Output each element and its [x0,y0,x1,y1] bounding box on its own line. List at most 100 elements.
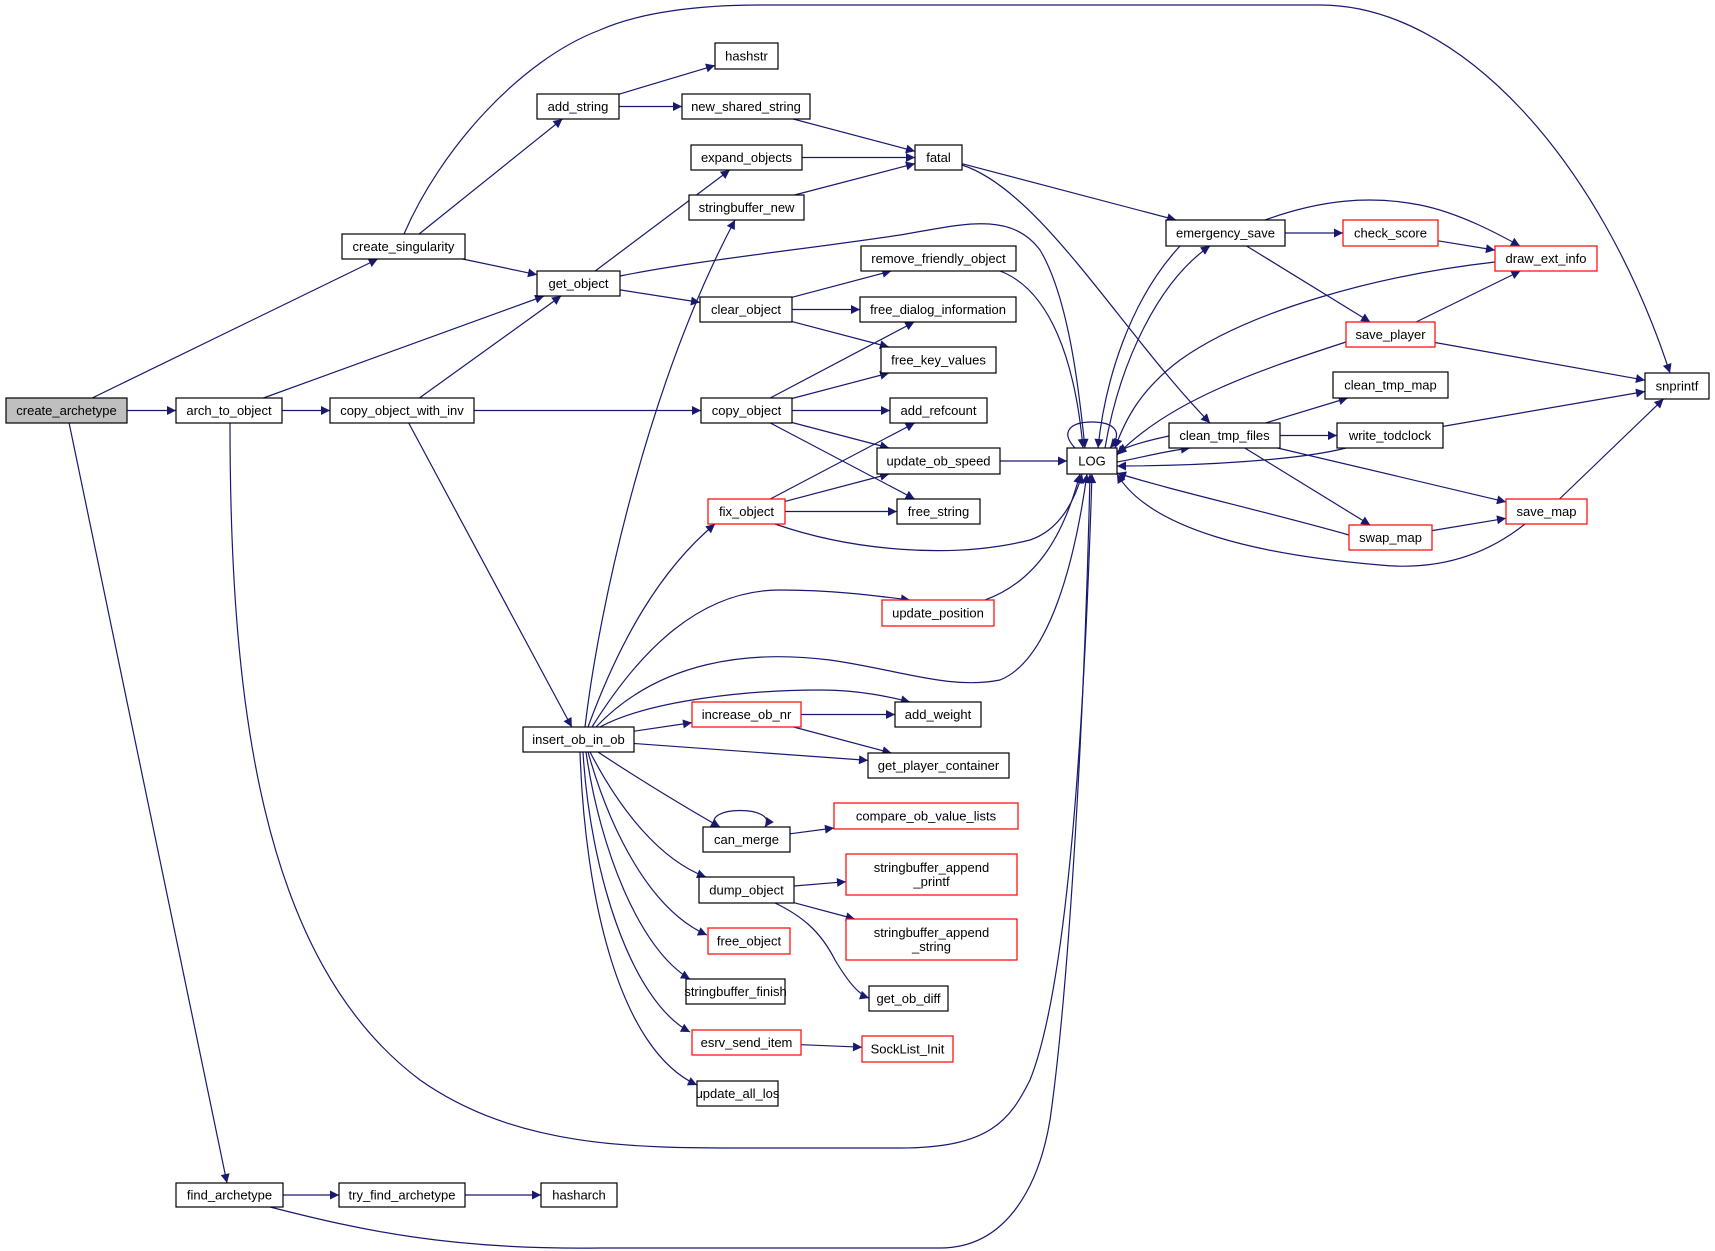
node-LOG[interactable]: LOG [1066,447,1118,475]
edge-clear_object-to-free_key_values [791,321,890,350]
edge-fatal-to-emergency_save [961,163,1177,223]
edge-insert_ob_in_ob-to-increase_ob_nr [633,719,693,732]
edge-LOG-to-LOG [1067,421,1120,449]
node-update_ob_speed[interactable]: update_ob_speed [876,447,1001,475]
node-update_position[interactable]: update_position [881,599,995,627]
node-emergency_save[interactable]: emergency_save [1165,219,1286,247]
node-box [714,42,779,70]
edge-write_todclock-to-snprintf [1442,388,1646,427]
node-create_archetype[interactable]: create_archetype [5,397,128,424]
edge-create_singularity-to-add_string [418,118,563,235]
node-hashstr[interactable]: hashstr [714,42,779,70]
node-label: check_score [1354,226,1427,241]
edge-copy_object_with_inv-to-insert_ob_in_ob [408,422,573,728]
node-label: fatal [926,150,951,165]
node-create_singularity[interactable]: create_singularity [341,233,466,260]
node-clean_tmp_map[interactable]: clean_tmp_map [1332,371,1449,399]
node-write_todclock[interactable]: write_todclock [1336,422,1444,449]
edge-dump_object-to-stringbuffer_append_printf [793,877,847,887]
node-label: swap_map [1359,530,1422,545]
node-box [681,93,811,120]
node-free_string[interactable]: free_string [896,498,981,525]
edge-insert_ob_in_ob-to-can_merge [597,751,721,828]
node-copy_object[interactable]: copy_object [700,397,793,424]
node-box [1336,422,1444,449]
edge-insert_ob_in_ob-to-LOG [595,473,1091,728]
node-fix_object[interactable]: fix_object [707,498,786,525]
node-save_map[interactable]: save_map [1505,498,1588,525]
node-get_ob_diff[interactable]: get_ob_diff [868,985,949,1012]
node-label: stringbuffer_new [699,200,795,215]
edge-save_map-to-snprintf [1559,398,1664,500]
node-box [845,853,1018,896]
node-expand_objects[interactable]: expand_objects [690,144,803,171]
node-stringbuffer_finish[interactable]: stringbuffer_finish [684,978,787,1005]
node-label: get_player_container [878,758,1000,773]
node-can_merge[interactable]: can_merge [702,826,791,853]
node-try_find_archetype[interactable]: try_find_archetype [338,1182,466,1208]
node-clean_tmp_files[interactable]: clean_tmp_files [1168,422,1281,449]
node-insert_ob_in_ob[interactable]: insert_ob_in_ob [522,726,635,753]
node-free_dialog_information[interactable]: free_dialog_information [859,296,1017,323]
edge-copy_object-to-free_dialog_information [769,321,915,399]
node-compare_ob_value_lists[interactable]: compare_ob_value_lists [833,802,1019,830]
node-label: get_object [549,276,609,291]
node-swap_map[interactable]: swap_map [1348,524,1433,551]
node-add_refcount[interactable]: add_refcount [889,397,988,424]
node-hasharch[interactable]: hasharch [540,1182,618,1208]
node-stringbuffer_new[interactable]: stringbuffer_new [688,194,805,221]
node-check_score[interactable]: check_score [1342,219,1439,247]
node-box [845,918,1018,961]
edge-save_map-to-LOG [1116,473,1526,567]
edge-add_string-to-hashstr [618,63,716,95]
edge-create_singularity-to-snprintf [403,4,1672,374]
node-box [1644,372,1710,400]
node-label: increase_ob_nr [702,707,792,722]
node-new_shared_string[interactable]: new_shared_string [681,93,811,120]
node-fatal[interactable]: fatal [914,144,963,171]
edge-esrv_send_item-to-SockList_Init [800,1042,863,1052]
node-label: copy_object_with_inv [340,403,464,418]
node-label: hashstr [725,49,768,64]
node-label: _printf [912,874,950,889]
node-find_archetype[interactable]: find_archetype [175,1182,284,1208]
node-get_player_container[interactable]: get_player_container [867,752,1010,779]
node-free_key_values[interactable]: free_key_values [880,346,997,374]
node-box [1494,245,1598,272]
node-label: save_map [1517,504,1577,519]
node-increase_ob_nr[interactable]: increase_ob_nr [691,701,802,728]
node-dump_object[interactable]: dump_object [698,876,795,904]
edge-update_position-to-LOG [984,473,1083,601]
node-save_player[interactable]: save_player [1345,321,1436,348]
node-remove_friendly_object[interactable]: remove_friendly_object [860,245,1017,272]
node-free_object[interactable]: free_object [707,927,791,955]
node-SockList_Init[interactable]: SockList_Init [861,1035,954,1063]
node-update_all_los[interactable]: update_all_los [696,1080,780,1107]
edge-LOG-to-emergency_save [1104,245,1211,449]
node-box [894,701,982,728]
node-snprintf[interactable]: snprintf [1644,372,1710,400]
node-label: expand_objects [701,150,793,165]
edge-create_archetype-to-create_singularity [91,258,379,399]
node-label: add_refcount [901,403,977,418]
node-label: update_all_los [696,1086,780,1101]
node-esrv_send_item[interactable]: esrv_send_item [691,1029,802,1056]
node-add_string[interactable]: add_string [536,93,620,120]
node-get_object[interactable]: get_object [536,270,621,297]
node-draw_ext_info[interactable]: draw_ext_info [1494,245,1598,272]
node-copy_object_with_inv[interactable]: copy_object_with_inv [329,397,475,424]
edge-fix_object-to-LOG [774,473,1085,552]
node-label: clear_object [711,302,781,317]
node-clear_object[interactable]: clear_object [699,296,793,323]
node-label: copy_object [712,403,782,418]
edge-find_archetype-to-LOG [269,473,1095,1249]
node-stringbuffer_append_string[interactable]: stringbuffer_append_string [845,918,1018,961]
edge-increase_ob_nr-to-get_player_container [793,726,892,756]
node-label: create_archetype [16,403,116,418]
node-stringbuffer_append_printf[interactable]: stringbuffer_append_printf [845,853,1018,896]
node-label: SockList_Init [871,1042,945,1057]
node-arch_to_object[interactable]: arch_to_object [175,397,283,424]
node-add_weight[interactable]: add_weight [894,701,982,728]
edge-copy_object-to-update_ob_speed [791,421,890,451]
node-label: clean_tmp_map [1344,378,1437,393]
